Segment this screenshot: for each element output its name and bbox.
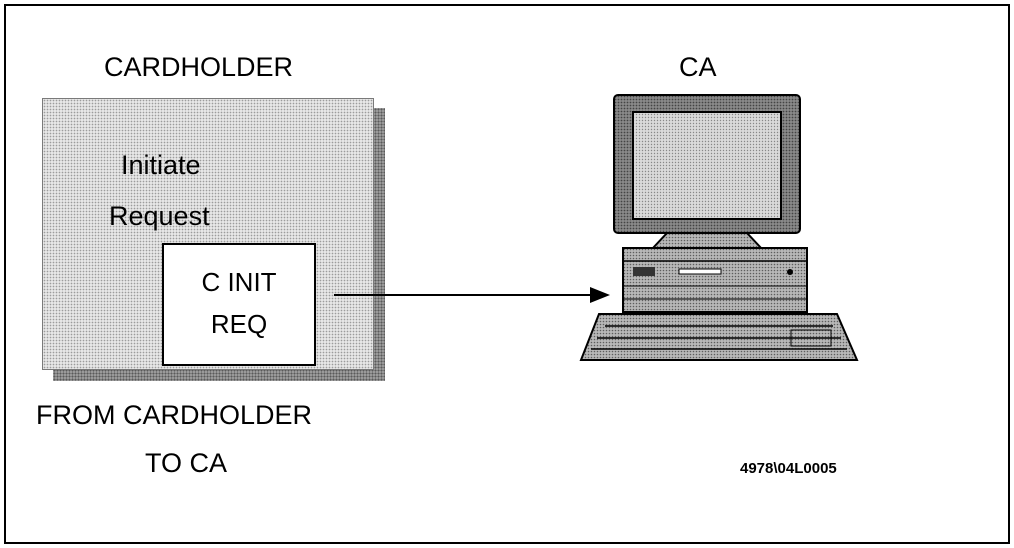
ca-title: CA	[679, 52, 717, 82]
request-label: Request	[109, 201, 210, 231]
message-box: C INIT REQ	[162, 243, 316, 366]
message-label-line1: C INIT	[201, 267, 277, 297]
diagram-frame	[4, 4, 1010, 544]
computer-icon	[579, 94, 859, 361]
initiate-label: Initiate	[121, 150, 201, 180]
caption-line1: FROM CARDHOLDER	[36, 400, 313, 430]
cardholder-title: CARDHOLDER	[104, 52, 294, 82]
message-label-line2: REQ	[210, 309, 268, 339]
caption-line2: TO CA	[145, 448, 228, 478]
figure-id: 4978\04L0005	[740, 460, 837, 477]
